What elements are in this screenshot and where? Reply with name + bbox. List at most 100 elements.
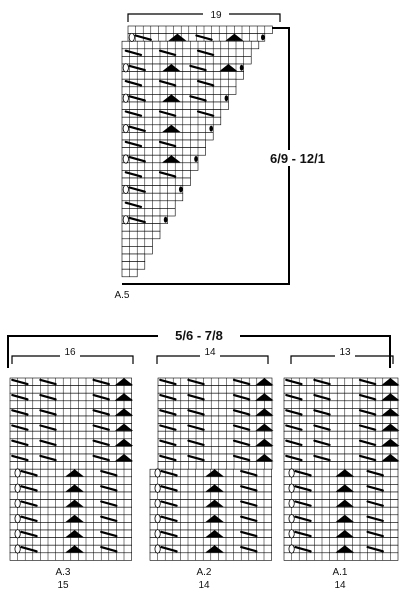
cable-stitch-symbol <box>285 454 303 462</box>
cable-stitch-symbol <box>159 439 177 446</box>
yarn-over-symbol <box>14 498 21 508</box>
cable-stitch-symbol <box>366 530 384 538</box>
sizes-label-bg <box>158 326 240 344</box>
triangle-decrease-symbol <box>168 33 187 41</box>
a5-width-label-bg <box>203 8 229 20</box>
cable-stitch-symbol <box>285 394 303 401</box>
triangle-decrease-symbol <box>114 378 134 386</box>
a5-row-outline <box>121 261 146 270</box>
triangle-decrease-symbol <box>162 155 181 163</box>
cable-stitch-symbol <box>232 439 251 446</box>
a1-height-label: 14 <box>334 580 346 591</box>
cable-stitch-symbol <box>313 454 331 462</box>
cable-stitch-symbol <box>128 216 146 224</box>
cable-stitch-symbol <box>100 470 118 477</box>
bottom-chart-row-outline <box>157 385 273 394</box>
bottom-chart-row-outline <box>283 476 399 485</box>
a5-row-outline <box>121 230 161 240</box>
yarn-over-symbol <box>122 93 129 103</box>
cable-stitch-symbol <box>313 378 331 386</box>
yarn-over-symbol <box>14 544 21 554</box>
yarn-over-symbol <box>122 124 129 134</box>
yarn-over-symbol <box>288 514 295 524</box>
cable-stitch-symbol <box>358 424 377 431</box>
triangle-decrease-symbol <box>114 438 134 447</box>
cable-stitch-symbol <box>313 394 331 401</box>
end-dot-symbol <box>163 216 168 223</box>
cable-stitch-symbol <box>294 515 312 522</box>
a2-chart-name: A.2 <box>196 567 211 578</box>
yarn-over-symbol <box>154 514 161 524</box>
cable-stitch-symbol <box>294 470 312 477</box>
yarn-over-symbol <box>154 544 161 554</box>
cable-stitch-symbol <box>187 409 205 416</box>
cable-stitch-symbol <box>39 424 57 431</box>
cable-stitch-symbol <box>366 470 384 477</box>
bottom-chart-row-outline <box>157 430 273 440</box>
cable-stitch-symbol <box>158 171 177 178</box>
cable-stitch-symbol <box>124 49 143 56</box>
cable-stitch-symbol <box>294 485 312 492</box>
cable-stitch-symbol <box>285 409 303 416</box>
cable-stitch-symbol <box>158 79 177 87</box>
triangle-decrease-symbol <box>65 545 84 553</box>
a5-height-label: 6/9 - 12/1 <box>270 151 325 166</box>
cable-stitch-symbol <box>159 424 177 431</box>
cable-stitch-symbol <box>358 378 377 386</box>
cable-stitch-symbol <box>20 515 38 522</box>
cable-stitch-symbol <box>160 530 178 538</box>
cable-stitch-symbol <box>20 470 38 477</box>
a1-chart-name: A.1 <box>332 567 347 578</box>
cable-stitch-symbol <box>187 439 205 446</box>
end-dot-symbol <box>261 34 265 41</box>
cable-stitch-symbol <box>39 378 57 386</box>
end-dot-symbol <box>239 64 244 71</box>
cable-stitch-symbol <box>124 140 143 148</box>
bottom-chart-row-outline <box>157 446 273 455</box>
bottom-charts-grids <box>9 377 399 561</box>
a5-row-outline <box>121 116 222 126</box>
bottom-charts-symbols <box>11 378 400 554</box>
triangle-decrease-symbol <box>335 514 354 523</box>
cable-stitch-symbol <box>294 545 312 553</box>
triangle-decrease-symbol <box>381 438 400 447</box>
bottom-chart-row-outline <box>157 461 273 470</box>
a5-row-outline <box>121 208 176 217</box>
a2-width-label-bg <box>200 345 220 357</box>
chart-a5-symbols <box>122 32 265 225</box>
end-dot-symbol <box>194 156 198 162</box>
cable-stitch-symbol <box>196 49 215 56</box>
triangle-decrease-symbol <box>162 124 181 133</box>
cable-stitch-symbol <box>100 530 118 538</box>
cable-stitch-symbol <box>39 409 57 416</box>
triangle-decrease-symbol <box>205 530 224 538</box>
triangle-decrease-symbol <box>114 454 134 462</box>
yarn-over-symbol <box>122 154 129 164</box>
cable-stitch-symbol <box>366 515 384 522</box>
cable-stitch-symbol <box>187 378 205 386</box>
triangle-decrease-symbol <box>205 514 224 523</box>
a5-row-outline <box>121 177 191 186</box>
cable-stitch-symbol <box>39 394 57 401</box>
yarn-over-symbol <box>154 529 161 539</box>
triangle-decrease-symbol <box>255 378 274 386</box>
a5-row-outline <box>121 223 161 232</box>
triangle-decrease-symbol <box>255 423 274 431</box>
cable-stitch-symbol <box>160 545 178 553</box>
bottom-chart-row-outline <box>157 400 273 409</box>
bottom-chart-row-outline <box>283 415 399 424</box>
bottom-chart-row-outline <box>283 461 399 470</box>
bottom-chart-row-outline <box>283 385 399 394</box>
chart-a5-grid <box>121 25 273 278</box>
cable-stitch-symbol <box>124 110 143 117</box>
triangle-decrease-symbol <box>255 393 274 401</box>
sizes-label: 5/6 - 7/8 <box>175 328 223 343</box>
triangle-decrease-symbol <box>225 33 244 41</box>
yarn-over-symbol <box>14 529 21 539</box>
cable-stitch-symbol <box>358 439 377 446</box>
bottom-chart-row-outline <box>283 506 399 516</box>
triangle-decrease-symbol <box>65 514 84 523</box>
triangle-decrease-symbol <box>205 545 224 553</box>
cable-stitch-symbol <box>128 156 146 163</box>
triangle-decrease-symbol <box>114 408 134 416</box>
